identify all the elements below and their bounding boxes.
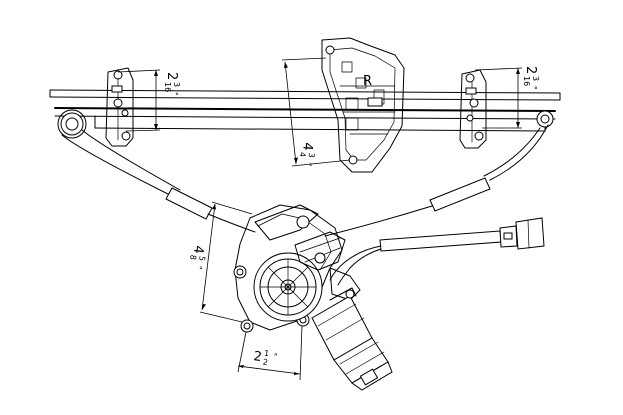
- left-bracket-dimension-numerator: 3: [172, 82, 181, 87]
- motor-width-dimension-whole: 2: [252, 349, 262, 365]
- left-bracket-dimension-whole: 2: [164, 72, 179, 80]
- motor-width-dimension-denominator: 2: [262, 357, 268, 367]
- cable-drum: [294, 231, 361, 301]
- mount-plate-dimension-denominator: 4: [298, 152, 307, 158]
- glass-mount-plate: R: [321, 37, 405, 173]
- mount-plate-dimension-label: 4 3 4 ": [298, 142, 316, 167]
- right-bracket-dimension-unit: ": [529, 86, 538, 90]
- mount-plate-dimension: [281, 57, 351, 167]
- right-bracket-dimension: [474, 67, 523, 129]
- plate-mark: R: [363, 74, 372, 89]
- mount-plate-dimension-unit: ": [304, 162, 313, 166]
- right-bracket-dimension-numerator: 3: [531, 76, 540, 81]
- motor-width-dimension-unit: ": [273, 352, 278, 361]
- right-bracket-dimension-whole: 2: [523, 66, 538, 74]
- right-bracket: [459, 69, 487, 149]
- left-bracket-dimension-label: 2 3 16 ": [163, 72, 181, 96]
- motor-width-dimension-label: 2 1 2 ": [252, 349, 278, 368]
- motor-height-dimension-denominator: 8: [188, 254, 198, 260]
- motor-height-dimension-unit: ": [194, 265, 203, 270]
- wire-harness: [329, 217, 545, 286]
- drive-gear: [253, 252, 323, 322]
- left-cable: [61, 129, 256, 233]
- motor-height-dimension-numerator: 5: [197, 255, 207, 261]
- left-pulley: [57, 109, 87, 139]
- motor-height-dimension: [199, 201, 253, 323]
- left-bracket-dimension: [117, 69, 161, 132]
- motor-width-dimension-numerator: 1: [263, 349, 269, 359]
- motor-width-dimension: [237, 325, 303, 381]
- mount-plate-dimension-whole: 4: [299, 142, 315, 152]
- motor-height-dimension-label: 4 5 8 ": [188, 245, 207, 270]
- left-bracket-dimension-denominator: 16: [163, 82, 172, 92]
- mount-plate-dimension-numerator: 3: [307, 152, 316, 158]
- left-bracket: [105, 67, 134, 147]
- right-bracket-dimension-denominator: 16: [522, 76, 531, 86]
- right-cable: [324, 124, 549, 237]
- motor-height-dimension-whole: 4: [190, 245, 206, 255]
- left-bracket-dimension-unit: ": [170, 92, 179, 96]
- electric-motor: [311, 287, 393, 391]
- right-pulley: [536, 110, 554, 128]
- right-bracket-dimension-label: 2 3 16 ": [522, 66, 540, 90]
